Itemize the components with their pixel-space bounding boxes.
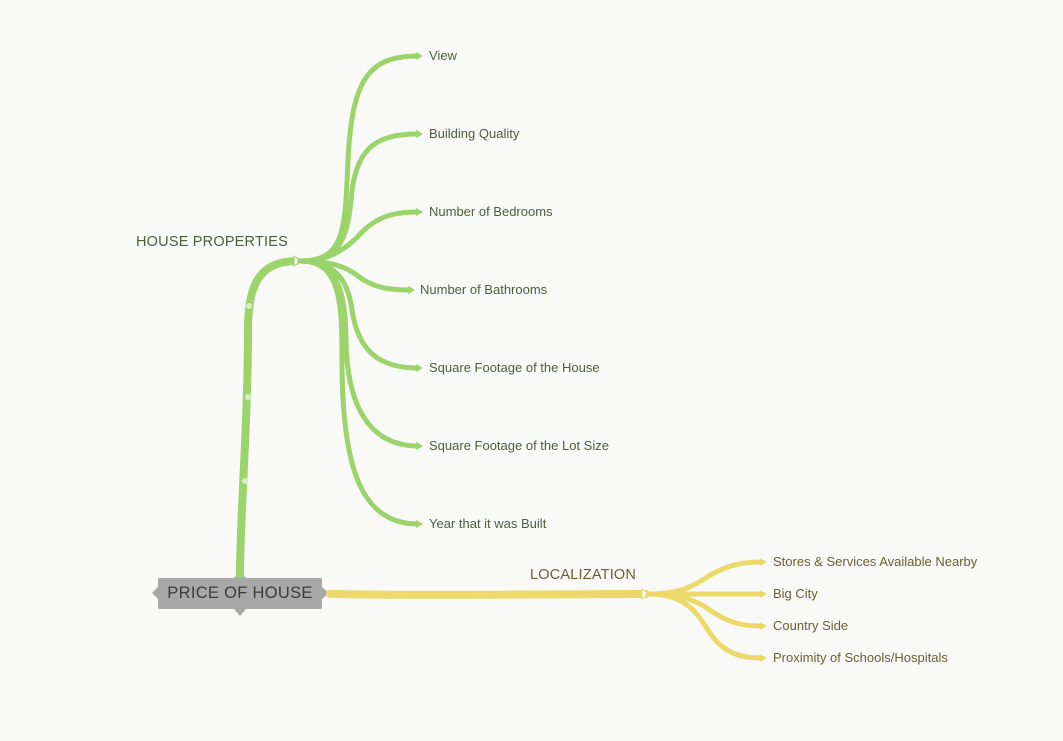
leaf-number-of-bedrooms[interactable]: Number of Bedrooms (429, 204, 553, 219)
branch-localization[interactable]: LOCALIZATION (530, 567, 637, 583)
leaf-arrow (416, 208, 423, 216)
leaf-country-side[interactable]: Country Side (773, 618, 849, 633)
leaf-square-footage-lot[interactable]: Square Footage of the Lot Size (429, 438, 609, 453)
root-node-price-of-house[interactable]: PRICE OF HOUSE (158, 578, 322, 609)
leaf-number-of-bathrooms[interactable]: Number of Bathrooms (420, 282, 548, 297)
leaf-arrow (760, 654, 767, 662)
branch-dot (245, 394, 251, 400)
leaf-arrow (416, 52, 423, 60)
leaf-big-city[interactable]: Big City (773, 586, 818, 601)
root-left-arrow (152, 587, 158, 599)
leaf-line-year-built (297, 258, 421, 527)
house-properties-branch-line (236, 257, 300, 578)
leaf-stores-services[interactable]: Stores & Services Available Nearby (773, 554, 978, 569)
leaf-arrow (416, 364, 423, 372)
root-node-label: PRICE OF HOUSE (167, 584, 313, 602)
branch-house-properties[interactable]: HOUSE PROPERTIES (136, 234, 288, 250)
leaf-line-schools (645, 591, 765, 661)
leaf-line-stores (645, 559, 765, 597)
leaf-year-built[interactable]: Year that it was Built (429, 516, 547, 531)
root-right-arrow (322, 587, 329, 599)
localization-branch-line (326, 590, 650, 599)
leaf-building-quality[interactable]: Building Quality (429, 126, 520, 141)
leaf-view[interactable]: View (429, 48, 457, 63)
leaf-line-country-side (645, 591, 765, 629)
leaf-line-bedrooms (297, 209, 421, 264)
leaf-proximity-schools-hospitals[interactable]: Proximity of Schools/Hospitals (773, 650, 948, 665)
leaf-arrow (760, 622, 767, 630)
branch-dot (246, 303, 252, 309)
leaf-arrow (760, 590, 767, 598)
leaf-line-building-quality (297, 131, 421, 264)
leaf-arrow (760, 558, 767, 566)
leaf-arrow (416, 442, 423, 450)
root-bottom-arrow (234, 609, 246, 616)
leaf-arrow (416, 520, 423, 528)
leaf-arrow (416, 130, 423, 138)
leaf-square-footage-house[interactable]: Square Footage of the House (429, 360, 600, 375)
leaf-arrow (408, 286, 415, 294)
branch-dot (242, 478, 248, 484)
